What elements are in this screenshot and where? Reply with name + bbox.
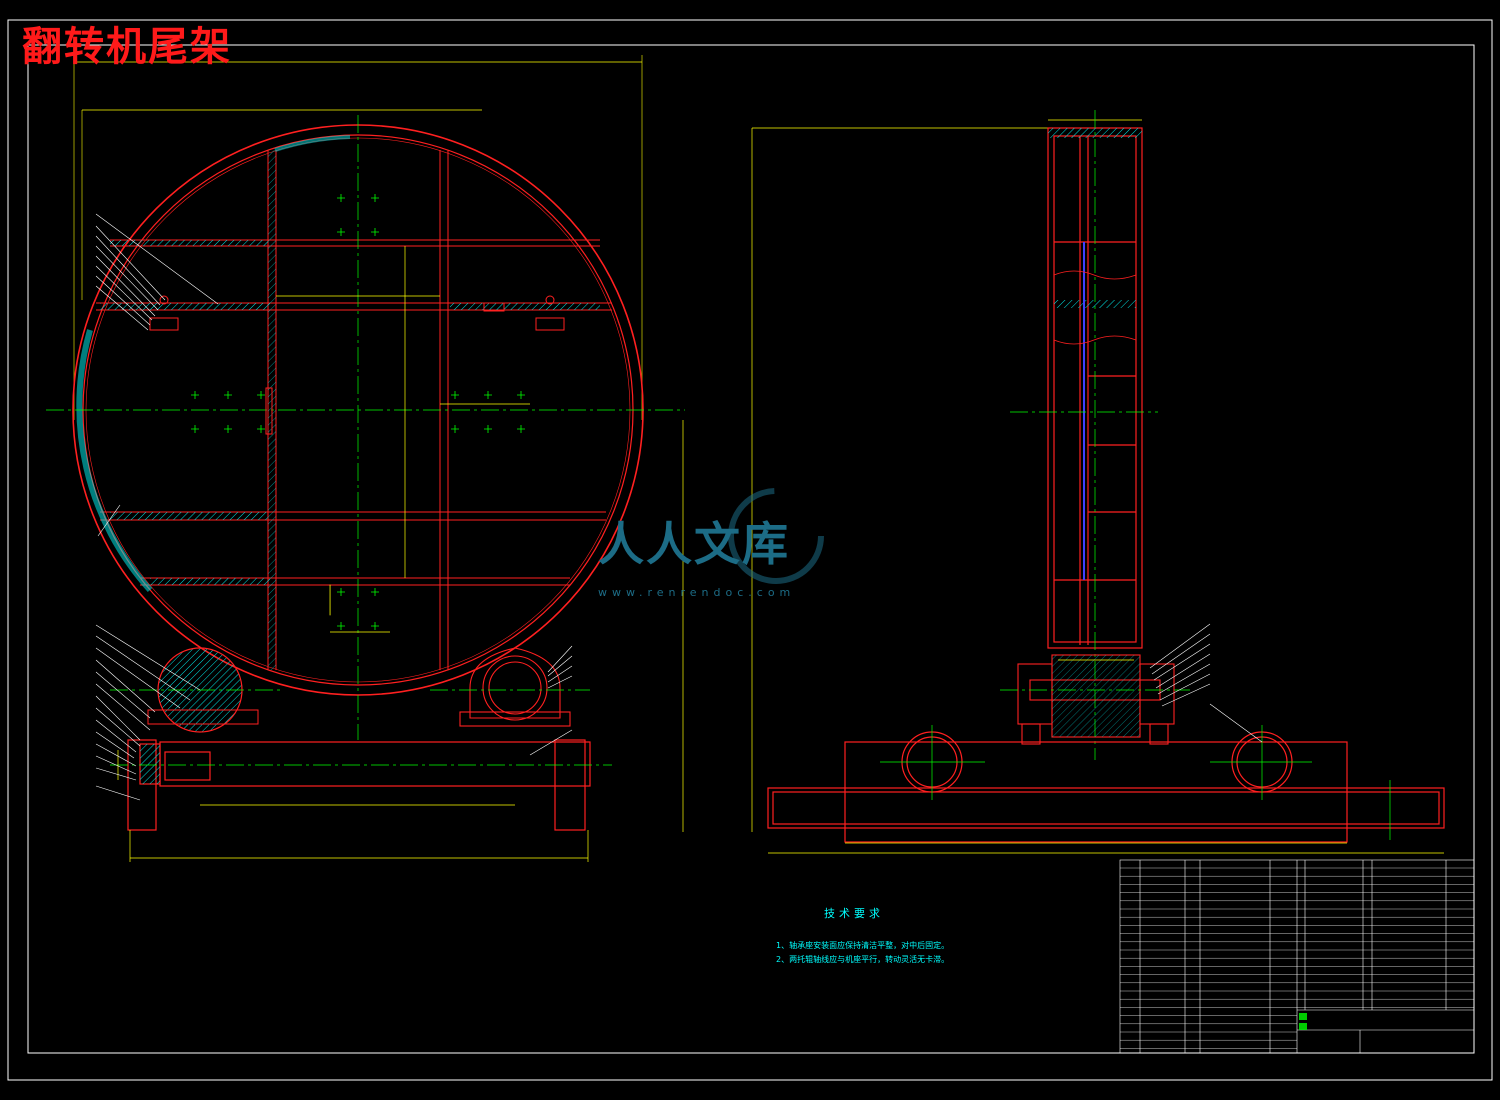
technical-requirements-heading: 技术要求: [824, 907, 884, 920]
front-view: [46, 55, 685, 862]
technical-requirement-2: 2、两托辊轴线应与机座平行，转动灵活无卡滞。: [776, 955, 950, 964]
watermark-text: 人人文库: [598, 517, 790, 571]
technical-requirement-1: 1、轴承座安装面应保持清洁平整，对中后固定。: [776, 941, 950, 950]
outer-frame: [7, 19, 1493, 1081]
side-view: [751, 110, 1445, 854]
drawing-title: 翻转机尾架: [22, 23, 232, 70]
watermark-url: www.renrendoc.com: [598, 586, 796, 599]
watermark-logo: [728, 488, 824, 584]
bom-title-block: [1119, 859, 1475, 1054]
inner-frame: [27, 44, 1475, 1054]
